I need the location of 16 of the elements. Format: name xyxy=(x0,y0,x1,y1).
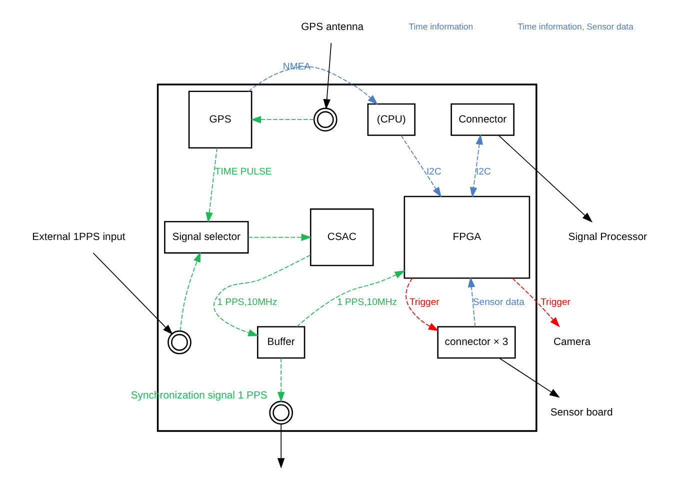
edge-label: I2C xyxy=(476,166,490,178)
node-text: Camera xyxy=(553,337,590,348)
edge-label: 1 PPS,10MHz xyxy=(216,296,277,308)
node-text: External 1PPS input xyxy=(32,232,125,243)
label: Time information, Sensor data xyxy=(517,21,633,32)
edge-label: Trigger xyxy=(540,296,570,308)
edge-label: 1 PPS,10MHz xyxy=(336,296,397,308)
label: Time information xyxy=(408,21,473,32)
edge-label: TIME PULSE xyxy=(214,166,272,178)
node-text: Signal Processor xyxy=(568,232,646,243)
node-text: Sensor board xyxy=(550,407,612,418)
edge-label: I2C xyxy=(426,166,441,178)
edge-label: Trigger xyxy=(408,296,439,308)
node-text: GPS antenna xyxy=(300,22,364,33)
edge-label: NMEA xyxy=(282,62,310,73)
edge-label: Sensor data xyxy=(472,296,524,308)
